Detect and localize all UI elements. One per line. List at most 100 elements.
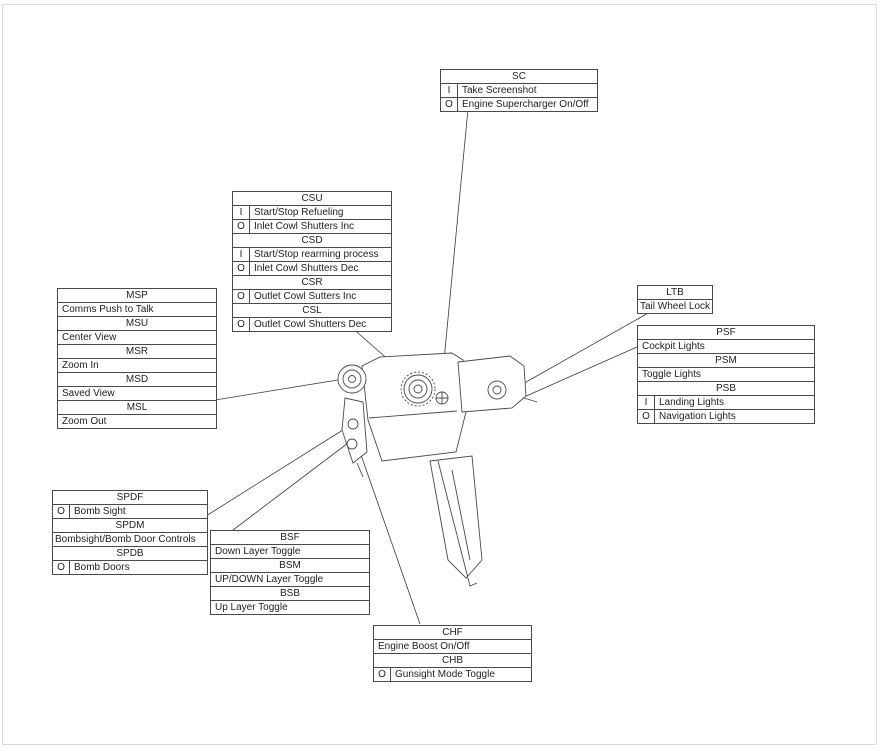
right-button-inner [492, 385, 502, 395]
label-cell: Take Screenshot [462, 85, 537, 96]
table-row: O Outlet Cowl Shutters Dec [233, 317, 391, 331]
connector-ms [214, 377, 351, 401]
label-cell: Outlet Cowl Shutters Dec [254, 319, 367, 330]
table-row: I Landing Lights [638, 395, 814, 409]
label-cell: Comms Push to Talk [62, 304, 154, 315]
section-header-label: MSU [125, 318, 149, 329]
table-ms: MSP Comms Push to Talk MSU Center View M… [57, 288, 217, 429]
table-row: Tail Wheel Lock [638, 299, 712, 313]
key-cell: O [233, 220, 250, 233]
table-row: Engine Boost On/Off [374, 639, 531, 653]
section-header: PSM [638, 353, 814, 367]
table-row: Center View [58, 330, 216, 344]
table-bs: BSF Down Layer Toggle BSM UP/DOWN Layer … [210, 530, 370, 615]
throttle-body-line [368, 410, 458, 419]
key-cell: O [233, 290, 250, 303]
table-row: Toggle Lights [638, 367, 814, 381]
section-header: MSD [58, 372, 216, 386]
table-row: Bombsight/Bomb Door Controls [53, 532, 207, 546]
section-header-label: SPDF [116, 492, 144, 503]
table-row: O Navigation Lights [638, 409, 814, 423]
label-cell: Gunsight Mode Toggle [395, 669, 495, 680]
table-row: Zoom Out [58, 414, 216, 428]
section-header-label: LTB [666, 287, 684, 298]
left-bracket [341, 397, 368, 464]
section-header-label: PSM [715, 355, 737, 366]
connector-sc [440, 108, 469, 393]
label-cell: Tail Wheel Lock [640, 301, 711, 312]
table-row: I Start/Stop rearming process [233, 247, 391, 261]
label-cell: Bombsight/Bomb Door Controls [55, 534, 196, 545]
section-header-label: CHB [441, 655, 464, 666]
section-header: MSR [58, 344, 216, 358]
bracket-button-bottom [346, 438, 358, 450]
table-row: Up Layer Toggle [211, 600, 369, 614]
lower-lever [437, 460, 478, 587]
key-cell: I [638, 396, 655, 409]
label-cell: Engine Boost On/Off [378, 641, 470, 652]
section-header: CHB [374, 653, 531, 667]
section-header-label: SC [512, 71, 526, 82]
hat-switch-cross [436, 392, 448, 404]
table-row: I Take Screenshot [441, 83, 597, 97]
section-header: MSU [58, 316, 216, 330]
table-row: O Bomb Doors [53, 560, 207, 574]
table-spd: SPDF O Bomb Sight SPDM Bombsight/Bomb Do… [52, 490, 208, 575]
label-cell: Inlet Cowl Shutters Dec [254, 263, 359, 274]
label-cell: Saved View [62, 388, 115, 399]
section-header: MSP [58, 289, 216, 302]
section-header-label: BSM [279, 560, 301, 571]
label-cell: Zoom In [62, 360, 99, 371]
table-row: Comms Push to Talk [58, 302, 216, 316]
section-header-label: MSR [125, 346, 149, 357]
key-cell: O [638, 410, 655, 423]
section-header: CSU [233, 192, 391, 205]
label-cell: Bomb Doors [74, 562, 130, 573]
label-cell: Up Layer Toggle [215, 602, 288, 613]
table-sc: SC I Take Screenshot O Engine Supercharg… [440, 69, 598, 112]
connector-spd [205, 427, 347, 517]
connector-ch [359, 451, 421, 625]
section-header: SPDF [53, 491, 207, 504]
label-cell: Engine Supercharger On/Off [462, 99, 589, 110]
section-header: MSL [58, 400, 216, 414]
section-header-label: PSF [716, 327, 736, 338]
table-row: O Engine Supercharger On/Off [441, 97, 597, 111]
bracket-button-top [347, 418, 359, 430]
table-row: O Bomb Sight [53, 504, 207, 518]
label-cell: Toggle Lights [642, 369, 701, 380]
key-cell: O [233, 262, 250, 275]
key-cell: I [233, 248, 250, 261]
table-row: UP/DOWN Layer Toggle [211, 572, 369, 586]
center-wheel-hub [413, 384, 423, 394]
key-cell: O [53, 505, 70, 518]
key-cell: O [441, 98, 458, 111]
label-cell: Bomb Sight [74, 506, 126, 517]
table-row: O Inlet Cowl Shutters Dec [233, 261, 391, 275]
section-header-label: MSD [125, 374, 149, 385]
section-header: BSM [211, 558, 369, 572]
table-row: O Outlet Cowl Sutters Inc [233, 289, 391, 303]
section-header-label: MSL [126, 402, 148, 413]
connector-lines [205, 108, 651, 625]
section-header: BSB [211, 586, 369, 600]
section-header-label: CSU [301, 193, 323, 204]
section-header: SC [441, 70, 597, 83]
label-cell: Center View [62, 332, 117, 343]
table-row: I Start/Stop Refueling [233, 205, 391, 219]
section-header: BSF [211, 531, 369, 544]
section-header-label: CSD [301, 235, 323, 246]
key-cell: O [53, 561, 70, 574]
label-cell: Navigation Lights [659, 411, 736, 422]
section-header-label: BSF [280, 532, 300, 543]
section-header: CSR [233, 275, 391, 289]
section-header-label: SPDM [115, 520, 145, 531]
label-cell: Down Layer Toggle [215, 546, 301, 557]
label-cell: Landing Lights [659, 397, 725, 408]
section-header-label: BSB [279, 588, 300, 599]
connector-bs [232, 439, 353, 531]
section-header: PSB [638, 381, 814, 395]
table-cs: CSU I Start/Stop Refueling O Inlet Cowl … [232, 191, 392, 332]
